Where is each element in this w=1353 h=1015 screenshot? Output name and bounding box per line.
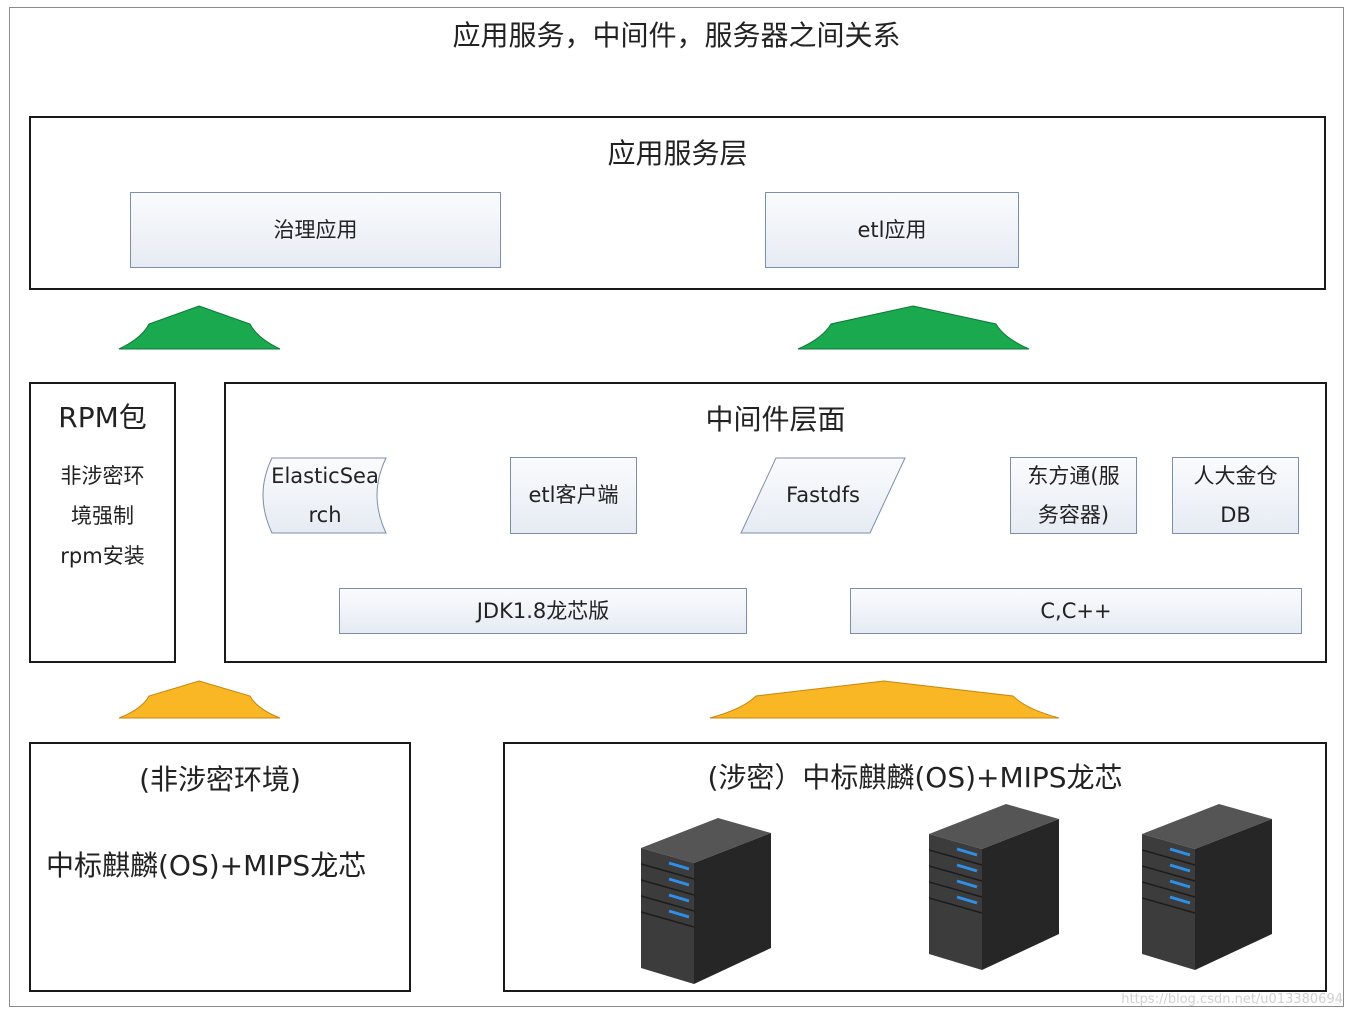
etl-app-node: etl应用 bbox=[765, 192, 1019, 268]
server-icon bbox=[641, 818, 771, 984]
kingbase-db-node: 人大金仓 DB bbox=[1172, 457, 1299, 534]
dongfangtong-label-1: 东方通(服 bbox=[1027, 463, 1120, 488]
stored-data-shape bbox=[262, 457, 387, 534]
orange-arrow-right bbox=[709, 680, 1060, 719]
rpm-box: RPM包 非涉密环 境强制 rpm安装 bbox=[29, 382, 176, 663]
rpm-line-2: 境强制 bbox=[71, 504, 134, 528]
green-arrow-right bbox=[797, 305, 1030, 350]
green-arrow-left bbox=[118, 305, 281, 350]
kingbase-label-1: 人大金仓 bbox=[1193, 463, 1278, 488]
elasticsearch-label-2: rch bbox=[308, 502, 342, 527]
elasticsearch-node: ElasticSea rch bbox=[260, 457, 390, 534]
server-icon bbox=[929, 804, 1059, 970]
diagram-frame bbox=[9, 7, 1344, 1007]
dongfangtong-label-2: 务容器) bbox=[1037, 502, 1110, 527]
middleware-box: 中间件层面 ElasticSea rch etl客户端 Fastdfs bbox=[224, 382, 1327, 663]
parallelogram-shape bbox=[740, 457, 906, 534]
rpm-title: RPM包 bbox=[58, 401, 147, 434]
fastdfs-node: Fastdfs bbox=[740, 457, 906, 534]
watermark: https://blog.csdn.net/u013380694 bbox=[1121, 992, 1343, 1007]
cpp-node: C,C++ bbox=[850, 588, 1302, 634]
secret-env-title: (涉密）中标麒麟(OS)+MIPS龙芯 bbox=[707, 761, 1123, 794]
rpm-line-3: rpm安装 bbox=[60, 544, 145, 568]
diagram-title: 应用服务，中间件，服务器之间关系 bbox=[452, 19, 901, 52]
middleware-title: 中间件层面 bbox=[705, 403, 846, 436]
app-layer-box: 应用服务层 治理应用 etl应用 bbox=[29, 116, 1326, 290]
server-icon bbox=[1142, 804, 1272, 970]
kingbase-label-2: DB bbox=[1220, 502, 1251, 527]
non-secret-os-label: 中标麒麟(OS)+MIPS龙芯 bbox=[46, 849, 367, 882]
rpm-line-1: 非涉密环 bbox=[60, 464, 145, 488]
fastdfs-label: Fastdfs bbox=[786, 483, 860, 508]
orange-arrow-left bbox=[118, 680, 281, 719]
secret-env-box: (涉密）中标麒麟(OS)+MIPS龙芯 bbox=[503, 742, 1327, 992]
etl-client-node: etl客户端 bbox=[510, 457, 637, 534]
dongfangtong-node: 东方通(服 务容器) bbox=[1010, 457, 1137, 534]
app-layer-title: 应用服务层 bbox=[607, 137, 748, 170]
non-secret-env-title: (非涉密环境) bbox=[139, 763, 301, 796]
jdk-node: JDK1.8龙芯版 bbox=[339, 588, 747, 634]
elasticsearch-label-1: ElasticSea bbox=[271, 463, 379, 488]
non-secret-env-box: (非涉密环境) 中标麒麟(OS)+MIPS龙芯 bbox=[29, 742, 411, 992]
governance-app-node: 治理应用 bbox=[130, 192, 501, 268]
